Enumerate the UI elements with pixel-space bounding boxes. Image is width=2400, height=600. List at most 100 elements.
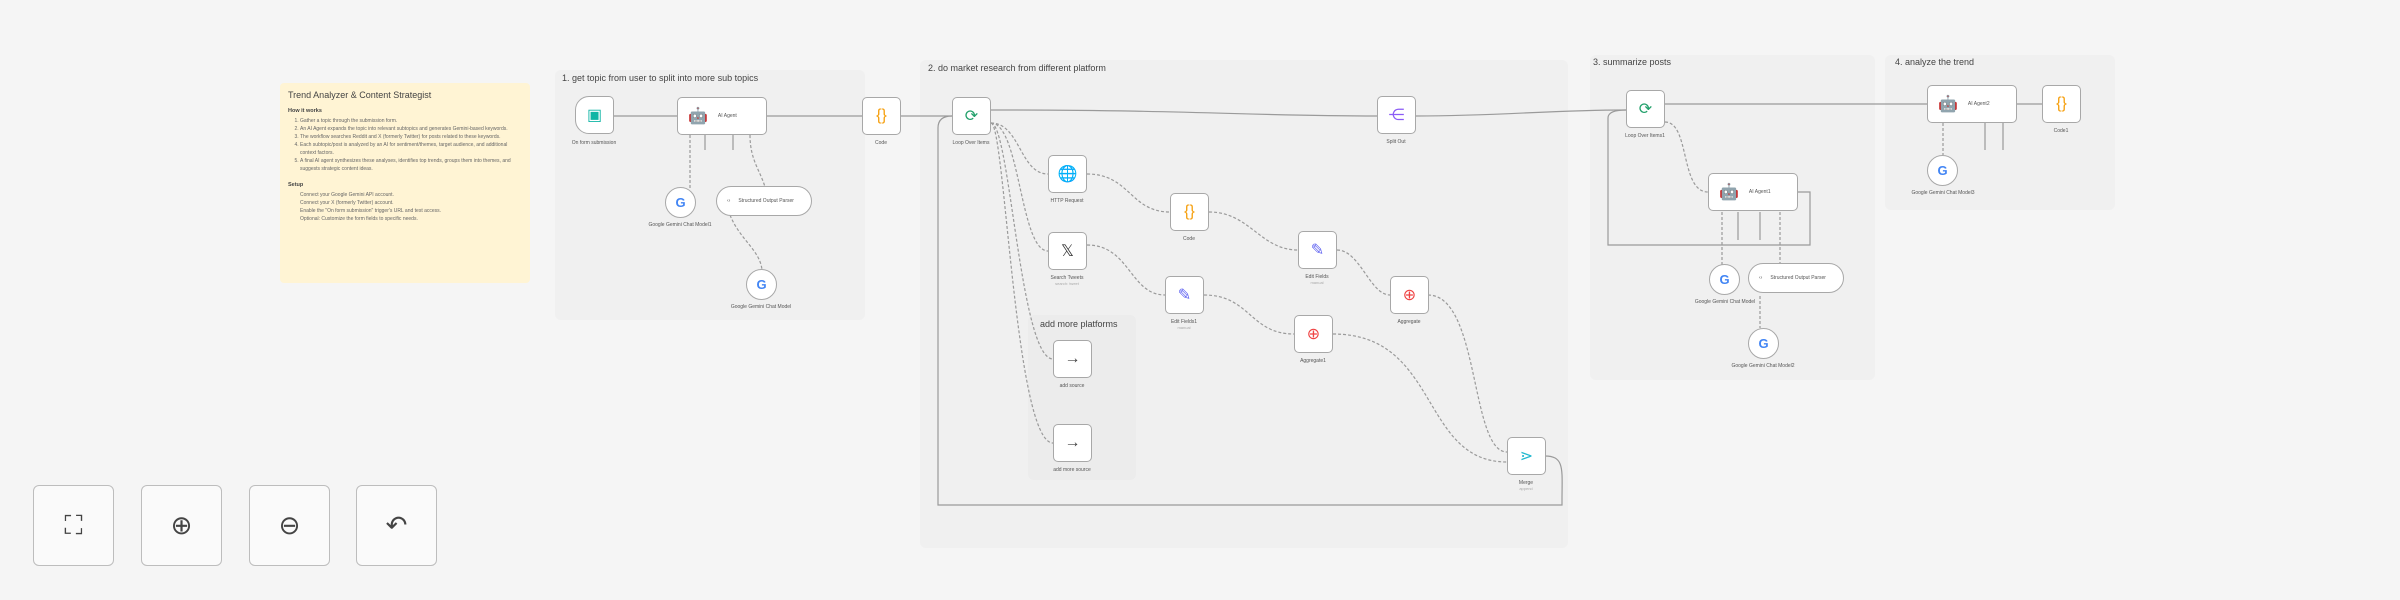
sticky-setup-item: Connect your X (formerly Twitter) accoun… <box>300 200 394 206</box>
form-trigger-node[interactable]: ▣ <box>575 96 614 134</box>
sticky-note[interactable]: Trend Analyzer & Content Strategist How … <box>280 83 530 283</box>
node-label: Code1 <box>2053 128 2069 134</box>
zoom-out-button[interactable]: ⊖ <box>249 485 330 566</box>
robot-icon: 🤖 <box>1719 184 1739 201</box>
ai-agent1-node[interactable]: 🤖AI Agent1 <box>1708 173 1798 211</box>
wire <box>1332 333 1508 463</box>
wire <box>1427 294 1508 453</box>
sticky-setup-heading: Setup <box>288 182 304 188</box>
zoom-in-icon: ⊕ <box>170 510 193 540</box>
gemini-model-node[interactable]: G <box>665 187 696 218</box>
sticky-how-item: An AI Agent expands the topic into relev… <box>300 125 522 133</box>
aggregate-icon: ⊕ <box>1306 326 1321 343</box>
google-icon: G <box>1719 272 1730 287</box>
gemini-model-node[interactable]: G <box>1709 264 1740 295</box>
node-label: add more source <box>1053 467 1091 473</box>
wire <box>1203 294 1295 335</box>
refresh-icon: ⟳ <box>1638 101 1653 118</box>
robot-icon: 🤖 <box>1938 96 1958 113</box>
sticky-setup-item: Optional: Customize the form fields to s… <box>300 216 418 222</box>
node-label: AI Agent2 <box>1967 101 1990 107</box>
node-label: Loop Over Items1 <box>1625 133 1665 139</box>
output-parser-node[interactable]: ‹› Structured Output Parser <box>716 186 812 216</box>
code-node[interactable]: {} <box>1170 193 1209 231</box>
wire <box>990 122 1054 444</box>
loop1-node[interactable]: ⟳ <box>1626 90 1665 128</box>
section-4-group <box>1885 55 2115 210</box>
sticky-how-item: A final AI agent synthesizes these analy… <box>300 157 522 173</box>
merge-node[interactable]: ⋗ <box>1507 437 1546 475</box>
wire <box>1086 244 1166 296</box>
node-sublabel: manual <box>1177 325 1191 330</box>
node-label: Google Gemini Chat Model2 <box>1731 363 1795 369</box>
braces-icon: {} <box>1184 203 1195 220</box>
wire <box>990 122 1049 175</box>
wire <box>1664 121 1709 193</box>
aggregate-node[interactable]: ⊕ <box>1390 276 1429 314</box>
x-logo-icon: 𝕏 <box>1061 243 1074 260</box>
node-label: Google Gemini Chat Model3 <box>1911 190 1975 196</box>
robot-icon: 🤖 <box>688 108 708 125</box>
google-icon: G <box>675 195 686 210</box>
loop-node[interactable]: ⟳ <box>952 97 991 135</box>
code1-node[interactable]: {} <box>2042 85 2081 123</box>
section-4-title: 4. analyze the trend <box>1895 57 1975 67</box>
sticky-setup-item: Connect your Google Gemini API account. <box>300 192 394 198</box>
node-label: Structured Output Parser <box>738 198 794 204</box>
zoom-in-button[interactable]: ⊕ <box>141 485 222 566</box>
loop-back-wire <box>1607 109 1811 246</box>
section-2b-title: add more platforms <box>1040 319 1118 329</box>
arrow-right-icon: → <box>1064 350 1081 367</box>
edit-fields1-node[interactable]: ✎ <box>1165 276 1204 314</box>
node-label: Code <box>1183 236 1195 242</box>
arrow-right-icon: → <box>1064 434 1081 451</box>
node-label: AI Agent <box>717 113 737 119</box>
gemini-model-node[interactable]: G <box>746 269 777 300</box>
undo-icon: ↶ <box>385 510 408 540</box>
gemini-model-node[interactable]: G <box>1748 328 1779 359</box>
wire <box>990 109 1378 117</box>
add-source-node[interactable]: → <box>1053 340 1092 378</box>
wire <box>1086 173 1171 213</box>
sticky-how-item: The workflow searches Reddit and X (form… <box>300 133 522 141</box>
undo-button[interactable]: ↶ <box>356 485 437 566</box>
refresh-icon: ⟳ <box>964 108 979 125</box>
node-label: Google Gemini Chat Model1 <box>648 222 712 228</box>
node-label: On form submission <box>571 140 617 146</box>
ai-agent-node[interactable]: 🤖 AI Agent <box>677 97 767 135</box>
gemini-model-node[interactable]: G <box>1927 155 1958 186</box>
node-label: Search Tweets <box>1050 275 1084 281</box>
node-label: Aggregate1 <box>1300 358 1326 364</box>
add-more-source-node[interactable]: → <box>1053 424 1092 462</box>
wire <box>1208 211 1299 251</box>
node-label: Edit Fields1 <box>1170 319 1198 325</box>
braces-icon: {} <box>876 107 887 124</box>
edit-fields-node[interactable]: ✎ <box>1298 231 1337 269</box>
fit-view-button[interactable]: ⛶ <box>33 485 114 566</box>
merge-icon: ⋗ <box>1519 448 1534 465</box>
node-sublabel: append <box>1519 486 1533 491</box>
aggregate-icon: ⊕ <box>1402 287 1417 304</box>
aggregate1-node[interactable]: ⊕ <box>1294 315 1333 353</box>
node-label: add source <box>1059 383 1085 389</box>
split-out-node[interactable]: ⋲ <box>1377 96 1416 134</box>
output-parser-node[interactable]: ‹›Structured Output Parser <box>1748 263 1844 293</box>
http-request-node[interactable]: 🌐 <box>1048 155 1087 193</box>
google-icon: G <box>1758 336 1769 351</box>
ai-agent2-node[interactable]: 🤖 AI Agent2 <box>1927 85 2017 123</box>
google-icon: G <box>1937 163 1948 178</box>
google-icon: G <box>756 277 767 292</box>
section-1-title: 1. get topic from user to split into mor… <box>562 73 759 83</box>
wire <box>749 134 766 188</box>
node-label: Google Gemini Chat Model <box>1694 299 1756 305</box>
search-tweets-node[interactable]: 𝕏 <box>1048 232 1087 270</box>
node-label: HTTP Request <box>1050 198 1084 204</box>
sticky-setup-item: Enable the "On form submission" trigger'… <box>300 208 442 214</box>
code-brackets-icon: ‹› <box>727 198 731 204</box>
code-node[interactable]: {} <box>862 97 901 135</box>
pencil-icon: ✎ <box>1310 242 1325 259</box>
